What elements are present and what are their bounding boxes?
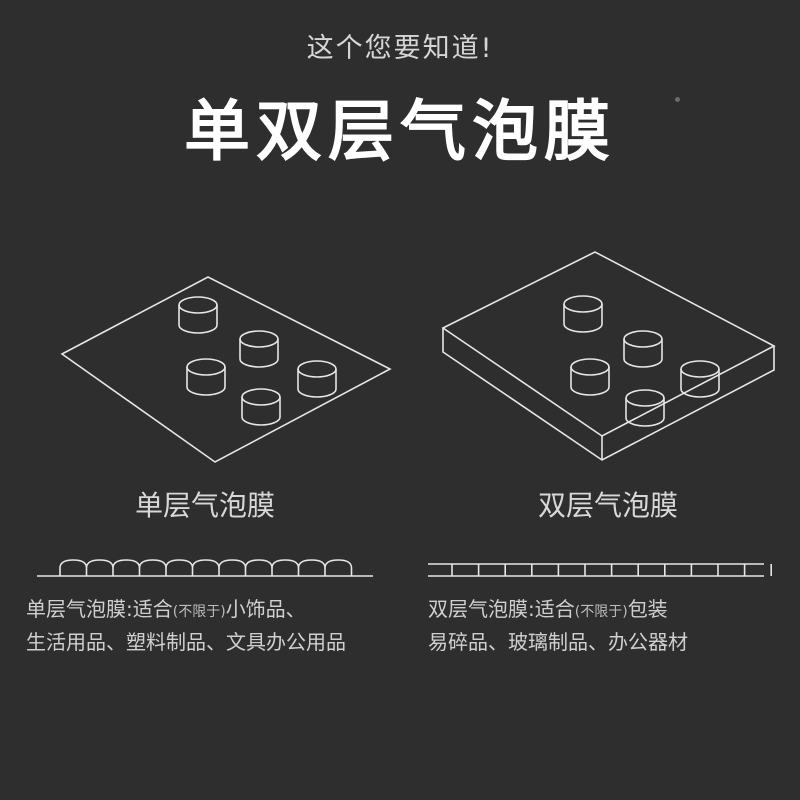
double-desc-suffix: 包装	[627, 597, 668, 621]
single-bubble	[178, 296, 218, 334]
double-layer-label: 双层气泡膜	[537, 489, 678, 522]
double-layer-cross-section	[428, 563, 773, 577]
double-bubble	[680, 360, 720, 398]
double-desc-note: (不限于)	[574, 604, 628, 620]
single-desc-prefix: 单层气泡膜:适合	[26, 597, 173, 621]
double-layer-top-face	[441, 251, 776, 437]
double-bubble	[625, 389, 665, 427]
page-title: 单双层气泡膜	[184, 93, 616, 170]
single-layer-label: 单层气泡膜	[134, 489, 275, 522]
single-bubble	[239, 330, 279, 368]
double-layer-bottom-edge	[442, 328, 775, 461]
single-layer-description: 单层气泡膜:适合(不限于)小饰品、 生活用品、塑料制品、文具办公用品	[26, 594, 346, 657]
single-bubble	[241, 388, 281, 426]
single-layer-cross-section	[37, 559, 373, 577]
single-desc-note: (不限于)	[172, 604, 226, 620]
single-bubble	[297, 360, 337, 398]
single-desc-line2: 生活用品、塑料制品、文具办公用品	[26, 630, 346, 654]
double-bubble	[623, 330, 663, 368]
double-desc-prefix: 双层气泡膜:适合	[428, 597, 575, 621]
single-desc-suffix: 小饰品、	[225, 597, 306, 621]
single-bubble	[186, 358, 226, 396]
double-layer-description: 双层气泡膜:适合(不限于)包装 易碎品、玻璃制品、办公器材	[428, 594, 688, 657]
single-layer-sheet	[60, 276, 392, 463]
double-desc-line2: 易碎品、玻璃制品、办公器材	[428, 630, 688, 654]
double-bubble	[570, 358, 610, 396]
header-subtitle: 这个您要知道!	[306, 33, 494, 64]
decorative-dot	[675, 97, 680, 102]
double-bubble	[563, 295, 603, 333]
